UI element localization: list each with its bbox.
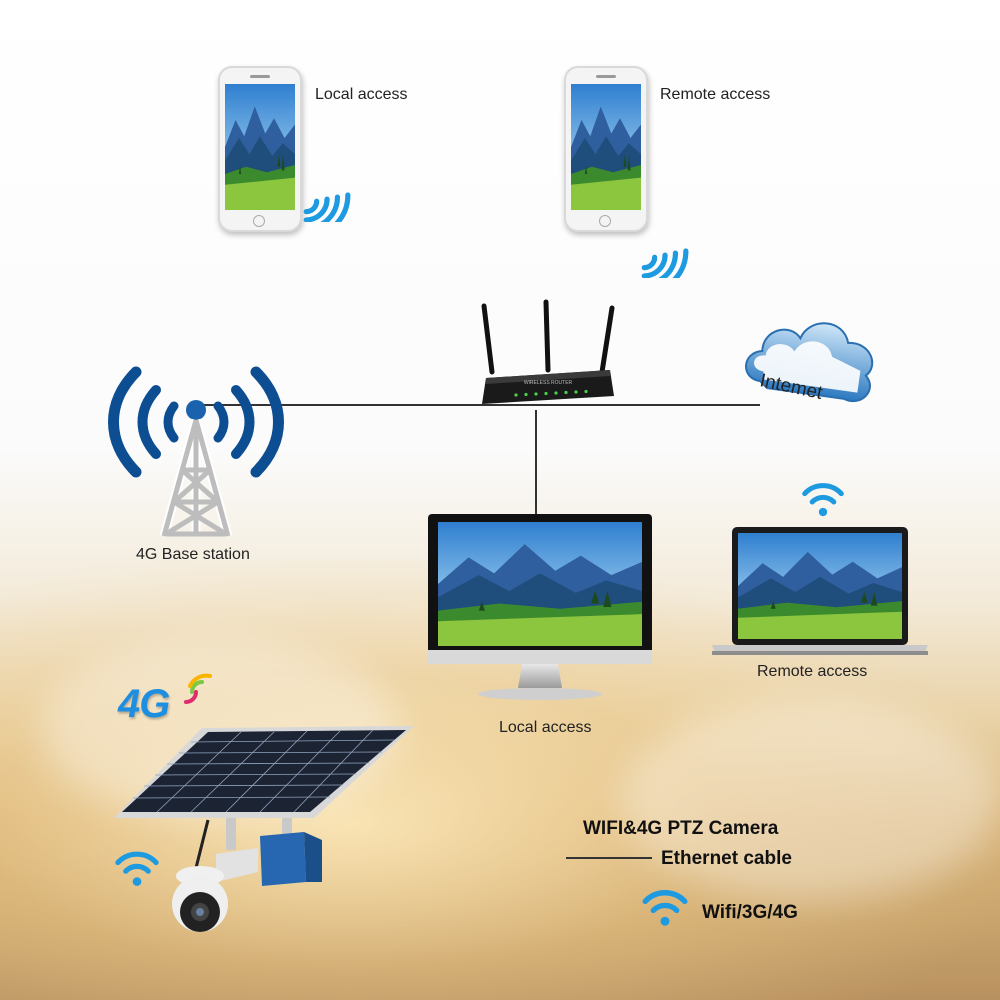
- phone-local-label: Local access: [315, 86, 408, 103]
- wireless-router-icon: WIRELESS ROUTER: [481, 299, 615, 404]
- four-g-signal-icon: [184, 673, 212, 704]
- legend-ethernet: Ethernet cable: [661, 848, 792, 869]
- laptop-icon: [712, 527, 928, 655]
- desktop-monitor-icon: [428, 514, 652, 700]
- base-station-label: 4G Base station: [136, 546, 250, 563]
- ethernet-legend-line: [566, 857, 652, 859]
- router-brand-text: WIRELESS ROUTER: [524, 380, 573, 386]
- phone-signal-icon: [300, 170, 352, 222]
- four-g-logo: 4G: [118, 682, 170, 726]
- legend-camera: WIFI&4G PTZ Camera: [583, 818, 779, 839]
- base-station-tower-icon: [108, 366, 284, 538]
- phone-signal-icon: [638, 226, 690, 278]
- background-cloud: [620, 700, 1000, 900]
- remote-phone: [564, 66, 648, 232]
- network-line: [200, 404, 760, 406]
- network-line-to-monitor: [535, 410, 537, 520]
- wifi-icon: [634, 878, 696, 932]
- local-phone: [218, 66, 302, 232]
- monitor-label: Local access: [499, 719, 592, 736]
- laptop-label: Remote access: [757, 663, 868, 680]
- solar-ptz-camera: [114, 726, 414, 932]
- legend-wireless: Wifi/3G/4G: [702, 902, 798, 923]
- camera-wifi-icon: [108, 840, 166, 892]
- phone-remote-label: Remote access: [660, 86, 771, 103]
- internet-cloud-icon: [745, 322, 874, 402]
- laptop-wifi-icon: [796, 472, 850, 522]
